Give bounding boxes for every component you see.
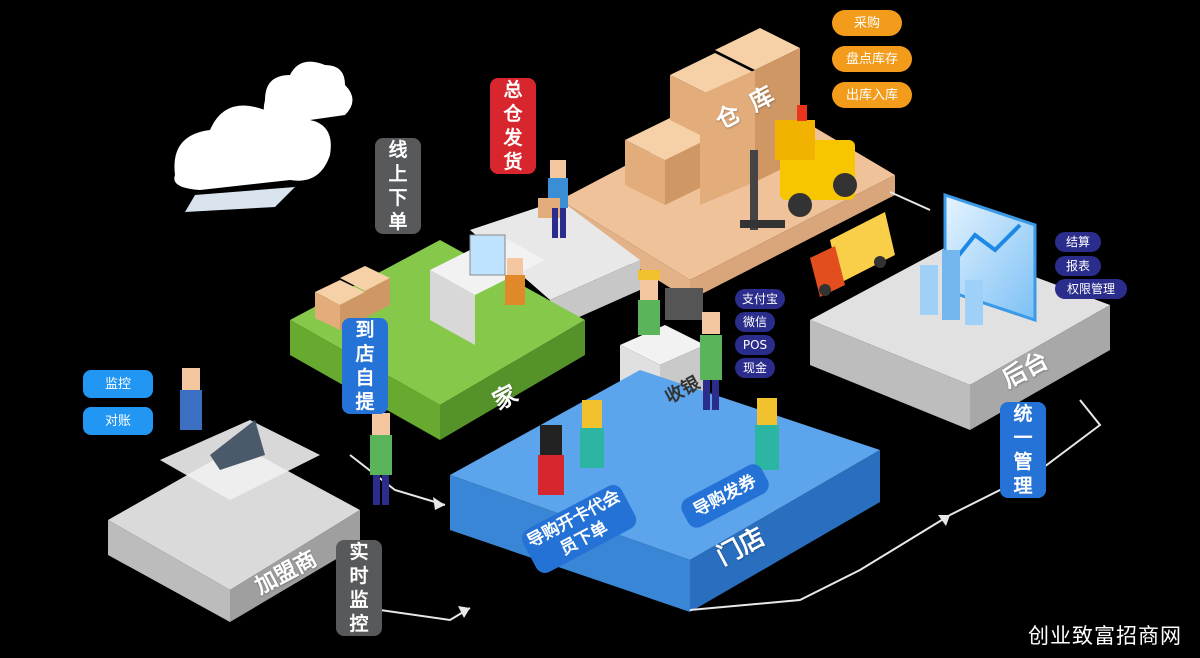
office-desk <box>430 234 545 345</box>
home-boxes <box>315 266 390 330</box>
badge-online-order: 线上下单 <box>375 138 421 234</box>
tag-inventory-count: 盘点库存 <box>832 46 912 72</box>
cloud-small-icon <box>263 61 353 125</box>
person-store-woman-icon <box>538 425 564 495</box>
badge-store-pickup: 到店自提 <box>342 318 388 414</box>
tag-in-out-stock: 出库入库 <box>832 82 912 108</box>
tag-reconcile: 对账 <box>83 407 153 435</box>
tag-procurement: 采购 <box>832 10 902 36</box>
person-pickup-icon <box>370 413 392 505</box>
boxes-stack <box>625 28 800 205</box>
badge-realtime-monitor: 实时监控 <box>336 540 382 636</box>
tag-reports: 报表 <box>1055 256 1101 276</box>
person-guide-icon <box>580 400 604 468</box>
flow-lines <box>349 191 1102 622</box>
tag-pos: POS <box>735 335 775 355</box>
stairs <box>470 200 640 330</box>
person-franchisee-icon <box>180 368 202 430</box>
watermark-text: 创业致富招商网 <box>1024 618 1186 652</box>
person-cashier-icon <box>638 270 660 335</box>
person-desk-icon <box>505 258 525 305</box>
arrow-icons <box>433 497 950 618</box>
person-guide2-icon <box>755 398 779 470</box>
forklift-icon <box>740 105 857 230</box>
tag-monitor: 监控 <box>83 370 153 398</box>
tag-cash: 现金 <box>735 358 775 378</box>
franchisee-platform <box>108 445 360 622</box>
dashboard-screen <box>920 192 1037 325</box>
tag-wechat: 微信 <box>735 312 775 332</box>
badge-unified-manage: 统一管理 <box>1000 402 1046 498</box>
person-customer-icon <box>700 312 722 410</box>
badge-central-ship: 总仓发货 <box>490 78 536 174</box>
truck-icon <box>810 212 895 297</box>
franchisee-desk <box>160 420 320 500</box>
tag-permissions: 权限管理 <box>1055 279 1127 299</box>
cloud-icon <box>174 102 331 212</box>
tag-alipay: 支付宝 <box>735 289 785 309</box>
person-carrier-icon <box>538 160 568 238</box>
tag-settlement: 结算 <box>1055 232 1101 252</box>
